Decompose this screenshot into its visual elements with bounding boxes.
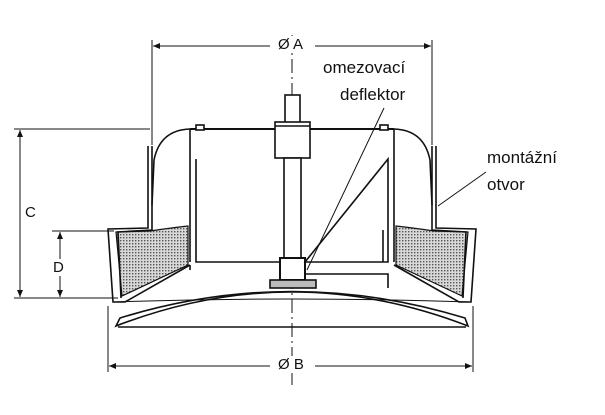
- housing-left: [107, 146, 191, 303]
- top-curve-left: [151, 128, 191, 206]
- dim-b-label: Ø B: [275, 356, 307, 373]
- deflector-annotation-line2: deflektor: [340, 85, 406, 104]
- inner-box: [189, 129, 395, 262]
- insulation-right: [395, 225, 469, 297]
- mounting-hole-annotation-line1: montážní: [487, 148, 557, 167]
- top-curve-right: [393, 128, 433, 206]
- shaft: [283, 157, 302, 259]
- dim-a-label: Ø A: [275, 36, 307, 53]
- housing-right: [393, 146, 477, 303]
- mounting-hole-annotation: montážní otvor: [487, 144, 557, 198]
- mount-plate: [269, 279, 317, 289]
- mounting-leader: [437, 171, 487, 207]
- deflector-annotation-line1: omezovací: [323, 58, 406, 77]
- deflector-annotation: omezovací deflektor: [318, 54, 405, 108]
- shaft-hub: [274, 121, 311, 159]
- deflector-leader: [306, 107, 385, 271]
- dim-c-label: C: [25, 204, 36, 221]
- mounting-hole-annotation-line2: otvor: [487, 175, 525, 194]
- dim-d-label: D: [53, 259, 64, 276]
- top-stem: [284, 94, 301, 124]
- insulation-left: [115, 225, 189, 297]
- limiting-block: [279, 257, 306, 281]
